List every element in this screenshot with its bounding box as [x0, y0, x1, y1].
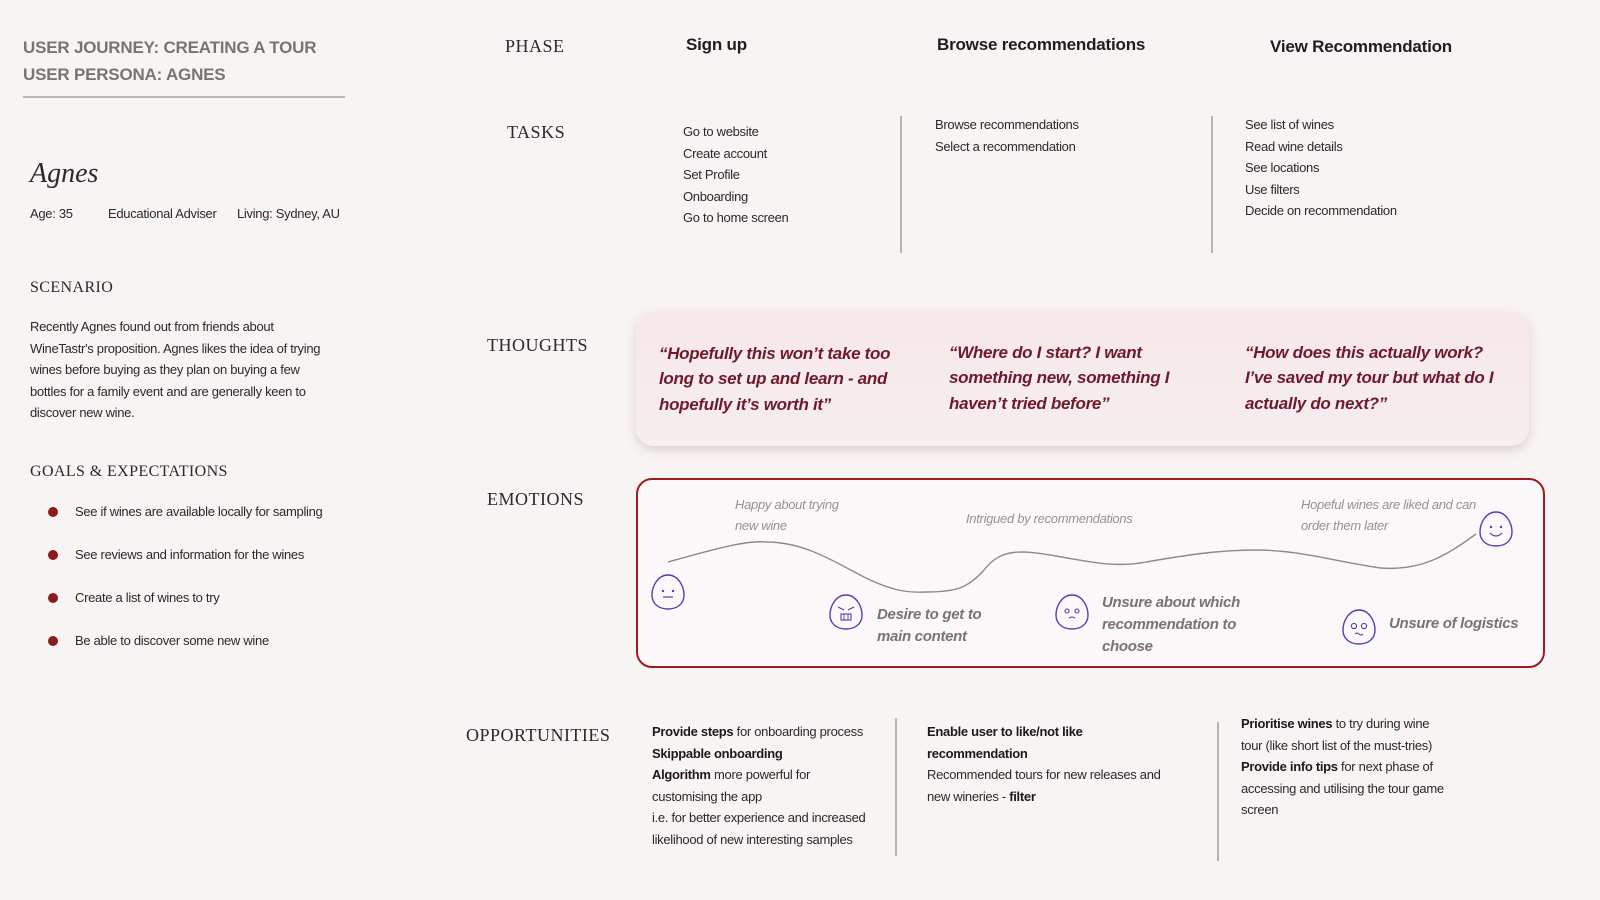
phase-heading-view: View Recommendation — [1270, 37, 1452, 56]
column-divider — [900, 116, 902, 253]
column-divider — [895, 718, 897, 856]
phase-heading-signup: Sign up — [686, 35, 747, 54]
persona-living: Living: Sydney, AU — [237, 206, 340, 221]
emotions-panel — [636, 478, 1545, 668]
column-divider — [1217, 722, 1219, 861]
task-item: See locations — [1245, 160, 1320, 176]
emotion-curve-graph — [651, 511, 1513, 645]
emotion-negative-label: Desire to get to main content — [877, 606, 982, 645]
goal-text: Be able to discover some new wine — [75, 633, 269, 648]
goal-text: Create a list of wines to try — [75, 590, 220, 605]
goals-heading: GOALS & EXPECTATIONS — [30, 463, 228, 480]
opportunity-item: i.e. for better experience and increased… — [652, 810, 866, 847]
phase-heading-browse: Browse recommendations — [937, 35, 1146, 54]
angry-face-icon — [829, 594, 863, 630]
title-divider — [23, 96, 345, 98]
emotion-negative-label: Unsure of logistics — [1389, 615, 1519, 632]
thought-quote-signup: “Hopefully this won’t take too long to s… — [659, 344, 891, 414]
persona-name: Agnes — [30, 158, 99, 189]
task-item: Select a recommendation — [935, 138, 1076, 154]
task-item: Set Profile — [683, 167, 740, 183]
task-item: Browse recommendations — [935, 117, 1079, 132]
task-list-signup: Go to website Create account Set Profile… — [683, 121, 789, 229]
task-item: See list of wines — [1245, 117, 1334, 132]
emotion-positive-label: Hopeful wines are liked and can order th… — [1301, 497, 1476, 533]
goal-item: Create a list of wines to try — [48, 590, 220, 605]
opportunity-item: Provide info tips for next phase of acce… — [1241, 759, 1444, 818]
opportunity-item: Skippable onboarding — [652, 745, 783, 761]
bullet-icon — [48, 635, 58, 646]
row-label-emotions: EMOTIONS — [487, 489, 584, 509]
happy-face-icon — [1479, 511, 1513, 547]
persona-title: USER PERSONA: AGNES — [23, 65, 226, 84]
row-label-thoughts: THOUGHTS — [487, 335, 588, 355]
opportunity-item: Algorithm more powerful for customising … — [652, 767, 811, 804]
scenario-text: Recently Agnes found out from friends ab… — [30, 319, 321, 421]
row-label-tasks: TASKS — [507, 122, 566, 142]
thought-quote-view: “How does this actually work? I’ve saved… — [1245, 343, 1494, 413]
opportunities-view: Prioritise wines to try during wine tour… — [1241, 713, 1446, 821]
opportunity-item: Enable user to like/not like recommendat… — [927, 724, 1083, 761]
task-item: Go to home screen — [683, 210, 789, 226]
task-item: Decide on recommendation — [1245, 203, 1397, 219]
goal-text: See reviews and information for the wine… — [75, 547, 305, 562]
task-item: Go to website — [683, 124, 759, 139]
journey-title: USER JOURNEY: CREATING A TOUR — [23, 38, 317, 57]
goal-item: See if wines are available locally for s… — [48, 504, 323, 519]
thoughts-panel — [636, 312, 1529, 446]
opportunities-signup: Provide steps for onboarding process Ski… — [652, 721, 877, 851]
goal-text: See if wines are available locally for s… — [75, 504, 323, 519]
journey-header: USER JOURNEY: CREATING A TOUR USER PERSO… — [23, 34, 316, 88]
opportunities-browse: Enable user to like/not like recommendat… — [927, 721, 1172, 807]
row-label-opportunities: OPPORTUNITIES — [466, 725, 611, 745]
worried-face-icon — [1055, 594, 1089, 630]
dizzy-face-icon — [1342, 609, 1376, 645]
row-label-phase: PHASE — [505, 36, 565, 56]
opportunity-item: Prioritise wines to try during wine tour… — [1241, 716, 1432, 753]
bullet-icon — [48, 506, 58, 517]
opportunity-item: Provide steps for onboarding process — [652, 724, 864, 739]
emotion-curve — [667, 533, 1477, 593]
scenario-heading: SCENARIO — [30, 279, 114, 296]
goal-item: Be able to discover some new wine — [48, 633, 269, 648]
emotion-positive-label: Happy about trying new wine — [735, 497, 839, 533]
task-list-view: See list of wines Read wine details See … — [1245, 114, 1397, 222]
opportunity-item: Recommended tours for new releases and n… — [927, 767, 1161, 804]
bullet-icon — [48, 549, 58, 560]
bullet-icon — [48, 592, 58, 603]
emotion-positive-label: Intrigued by recommendations — [966, 511, 1133, 526]
neutral-face-icon — [651, 574, 685, 610]
column-divider — [1211, 116, 1213, 253]
task-item: Create account — [683, 145, 767, 161]
task-item: Onboarding — [683, 188, 748, 204]
emotion-negative-label: Unsure about which recommendation to cho… — [1102, 594, 1240, 655]
persona-job: Educational Adviser — [108, 206, 217, 221]
task-item: Read wine details — [1245, 138, 1343, 154]
thought-quote-browse: “Where do I start? I want something new,… — [949, 343, 1170, 413]
goal-item: See reviews and information for the wine… — [48, 547, 304, 562]
task-list-browse: Browse recommendations Select a recommen… — [935, 114, 1079, 157]
task-item: Use filters — [1245, 181, 1300, 197]
persona-age: Age: 35 — [30, 206, 73, 221]
